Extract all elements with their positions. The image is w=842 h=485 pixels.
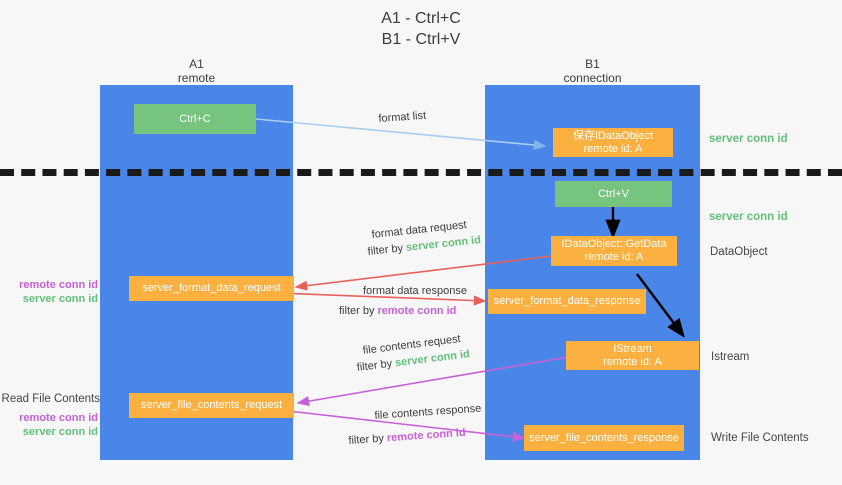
box-istream[interactable]: IStream remote id: A — [566, 341, 699, 370]
box-save-idataobject[interactable]: 保存IDataObject remote id: A — [553, 128, 673, 157]
lane-b1-name: B1 — [585, 57, 600, 71]
lane-header-b1: B1 connection — [485, 57, 700, 85]
lane-header-a1: A1 remote — [100, 57, 293, 85]
box-server-format-data-response[interactable]: server_format_data_response — [488, 289, 646, 314]
box-getdata[interactable]: IDataObject::GetData remote id: A — [551, 236, 677, 266]
box-istream-line1: IStream — [613, 342, 652, 355]
left-label-remote-conn-id-2: remote conn id — [19, 412, 98, 424]
left-label-server-conn-id-1: server conn id — [22, 293, 98, 305]
lane-a1-sub: remote — [177, 71, 216, 85]
left-label-remote-conn-id-1: remote conn id — [19, 279, 98, 291]
right-label-server-conn-id-top: server conn id — [709, 133, 788, 145]
title-line-2: B1 - Ctrl+V — [381, 31, 461, 48]
edge-label-format-list: format list — [378, 109, 427, 125]
right-label-write-file-contents: Write File Contents — [711, 432, 809, 444]
right-label-dataobject: DataObject — [710, 246, 768, 258]
filter-prefix: filter by — [348, 432, 388, 447]
left-label-server-conn-id-2: server conn id — [22, 426, 98, 438]
box-save-idataobject-line1: 保存IDataObject — [572, 129, 654, 142]
right-label-istream: Istream — [711, 351, 750, 363]
left-label-group-2: remote conn id server conn id — [0, 411, 98, 439]
edge-label-file-contents-response: file contents response — [374, 402, 482, 422]
box-istream-line2: remote id: A — [603, 355, 662, 368]
lane-a1-name: A1 — [189, 57, 204, 71]
filter-prefix: filter by — [339, 305, 378, 317]
phase-divider — [0, 169, 842, 176]
box-server-format-data-request[interactable]: server_format_data_request — [129, 276, 294, 301]
edge-label-format-data-response-filter: filter by remote conn id — [339, 304, 456, 318]
box-server-file-contents-response-label: server_file_contents_response — [529, 431, 679, 444]
box-getdata-line2: remote id: A — [584, 251, 644, 263]
box-save-idataobject-line2: remote id: A — [583, 142, 643, 155]
filter-value-remote-conn-id: remote conn id — [386, 426, 466, 445]
edge-label-file-contents-response-filter: filter by remote conn id — [348, 426, 466, 448]
title-line-1: A1 - Ctrl+C — [381, 10, 461, 27]
box-ctrl-c-label: Ctrl+C — [179, 112, 211, 125]
lane-b1-sub: connection — [563, 71, 622, 85]
filter-value-remote-conn-id: remote conn id — [377, 305, 457, 317]
filter-prefix: filter by — [356, 357, 396, 374]
box-ctrl-c[interactable]: Ctrl+C — [134, 104, 256, 134]
box-getdata-line1: IDataObject::GetData — [561, 238, 667, 250]
right-label-server-conn-id-mid: server conn id — [709, 211, 788, 223]
box-server-format-data-response-label: server_format_data_response — [493, 295, 641, 307]
filter-prefix: filter by — [367, 241, 407, 258]
edge-label-format-data-response: format data response — [363, 285, 467, 297]
box-ctrl-v-label: Ctrl+V — [598, 187, 629, 200]
box-server-file-contents-request-label: server_file_contents_request — [140, 399, 283, 411]
page-title: A1 - Ctrl+C B1 - Ctrl+V — [0, 8, 842, 50]
box-server-file-contents-response[interactable]: server_file_contents_response — [524, 425, 684, 451]
box-server-format-data-request-label: server_format_data_request — [142, 282, 281, 294]
left-label-group-1: remote conn id server conn id — [0, 278, 98, 306]
box-server-file-contents-request[interactable]: server_file_contents_request — [129, 393, 294, 418]
left-label-read-file-contents: Read File Contents — [1, 393, 100, 405]
box-ctrl-v[interactable]: Ctrl+V — [555, 181, 672, 207]
